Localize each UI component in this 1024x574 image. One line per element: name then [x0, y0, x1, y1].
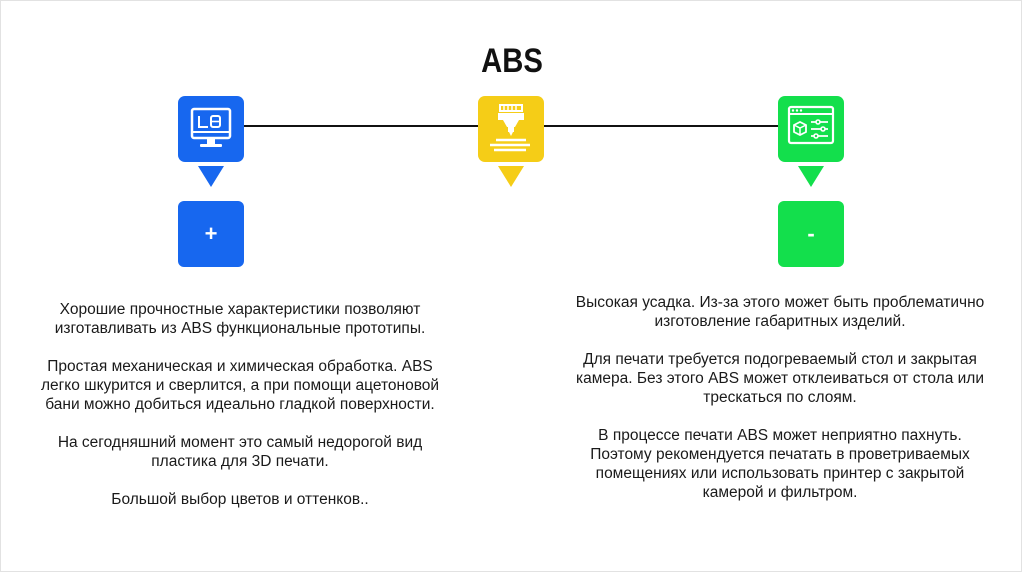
pros-paragraph: Простая механическая и химическая обрабо… — [40, 358, 440, 413]
settings-pin — [778, 96, 844, 162]
cons-paragraph: Высокая усадка. Из-за этого может быть п… — [575, 294, 985, 330]
pros-paragraph: На сегодняшний момент это самый недорого… — [57, 434, 423, 470]
cons-column: Высокая усадка. Из-за этого может быть п… — [568, 293, 992, 521]
printer-pin — [478, 96, 544, 162]
pros-column: Хорошие прочностные характеристики позво… — [30, 300, 450, 528]
connector-line-right — [542, 125, 780, 127]
connector-line-left — [242, 125, 480, 127]
monitor-icon — [190, 107, 232, 147]
settings-pin-pointer — [798, 166, 824, 187]
pros-paragraph: Хорошие прочностные характеристики позво… — [54, 301, 426, 337]
monitor-pin — [178, 96, 244, 162]
cons-paragraph: Для печати требуется подогреваемый стол … — [576, 351, 984, 406]
3d-printer-icon — [490, 104, 530, 152]
cons-paragraph: В процессе печати ABS может неприятно па… — [590, 427, 970, 501]
pros-paragraph: Большой выбор цветов и оттенков.. — [111, 491, 369, 508]
settings-window-icon — [787, 105, 835, 145]
printer-pin-pointer — [498, 166, 524, 187]
monitor-pin-pointer — [198, 166, 224, 187]
slide-title: ABS — [481, 42, 543, 80]
cons-badge: - — [778, 201, 844, 267]
pros-badge: + — [178, 201, 244, 267]
